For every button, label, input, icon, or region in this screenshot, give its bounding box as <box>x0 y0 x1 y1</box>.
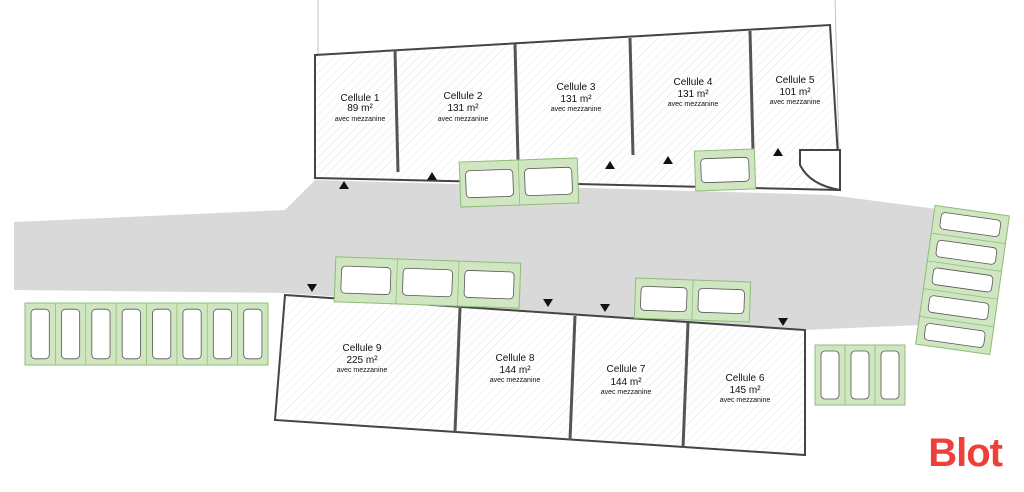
cell-note: avec mezzanine <box>551 106 602 113</box>
cell-name: Cellule 7 <box>607 364 646 375</box>
entrance-arrows <box>307 148 788 326</box>
car-icon <box>182 308 202 360</box>
car-icon <box>30 308 50 360</box>
cell-note: avec mezzanine <box>337 367 388 374</box>
car-icon <box>121 308 141 360</box>
cell-name: Cellule 2 <box>444 91 483 102</box>
car-icon <box>939 212 1002 237</box>
parking-stall <box>237 302 269 366</box>
blot-logo: Blot <box>928 431 1003 475</box>
car-icon <box>243 308 263 360</box>
parking-group <box>915 204 1010 356</box>
entrance-arrow-icon <box>605 161 615 169</box>
cell-note: avec mezzanine <box>490 377 541 384</box>
parking-group <box>633 277 752 323</box>
cell-name: Cellule 8 <box>496 353 535 364</box>
cell-label-9: Cellule 9 225 m² avec mezzanine <box>337 343 388 374</box>
cell-note: avec mezzanine <box>720 397 771 404</box>
car-icon <box>700 156 750 184</box>
cell-area: 225 m² <box>346 355 378 366</box>
car-icon <box>923 323 986 348</box>
entrance-arrow-icon <box>307 284 317 292</box>
parking-stall <box>517 157 580 206</box>
entrance-arrow-icon <box>427 172 437 180</box>
parking-group <box>458 157 580 208</box>
car-icon <box>463 270 515 300</box>
parking-group <box>693 148 757 192</box>
car-icon <box>61 308 81 360</box>
cell-area: 131 m² <box>560 94 592 105</box>
cell-area: 144 m² <box>499 365 531 376</box>
entrance-arrow-icon <box>773 148 783 156</box>
car-icon <box>927 295 990 321</box>
car-icon <box>465 168 514 199</box>
car-icon <box>935 239 998 265</box>
cell-name: Cellule 6 <box>726 373 765 384</box>
entrance-arrow-icon <box>339 181 349 189</box>
cell-area: 89 m² <box>347 103 373 114</box>
car-icon <box>212 308 232 360</box>
cell-area: 131 m² <box>447 103 479 114</box>
parking-stall <box>915 316 995 355</box>
parking-areas <box>24 148 1010 406</box>
car-icon <box>850 350 870 400</box>
cell-label-3: Cellule 3 131 m² avec mezzanine <box>551 82 602 113</box>
cell-area: 144 m² <box>610 377 642 388</box>
cell-note: avec mezzanine <box>668 101 719 108</box>
entrance-arrow-icon <box>543 299 553 307</box>
cell-area: 101 m² <box>779 87 811 98</box>
parking-group <box>333 256 522 309</box>
car-icon <box>340 265 392 295</box>
cell-name: Cellule 1 <box>341 93 380 104</box>
cell-label-5: Cellule 5 101 m² avec mezzanine <box>770 75 821 106</box>
cell-label-6: Cellule 6 145 m² avec mezzanine <box>720 373 771 404</box>
car-icon <box>152 308 172 360</box>
car-icon <box>402 267 453 298</box>
top-building <box>314 23 842 192</box>
cell-note: avec mezzanine <box>335 116 386 123</box>
parking-stall <box>457 260 522 309</box>
car-icon <box>880 350 900 400</box>
car-icon <box>931 267 994 293</box>
cell-label-1: Cellule 1 89 m² avec mezzanine <box>335 93 386 123</box>
parking-stall <box>874 344 906 406</box>
cell-label-4: Cellule 4 131 m² avec mezzanine <box>668 77 719 108</box>
cell-note: avec mezzanine <box>770 99 821 106</box>
cell-name: Cellule 3 <box>557 82 596 93</box>
cell-note: avec mezzanine <box>438 116 489 123</box>
cell-label-8: Cellule 8 144 m² avec mezzanine <box>490 353 541 384</box>
cell-label-7: Cellule 7 144 m² avec mezzanine <box>601 364 652 396</box>
cell-label-2: Cellule 2 131 m² avec mezzanine <box>438 91 489 123</box>
cell-area: 145 m² <box>729 385 761 396</box>
parking-stall <box>691 279 751 323</box>
car-icon <box>640 285 688 313</box>
cell-name: Cellule 5 <box>776 75 815 86</box>
cell-note: avec mezzanine <box>601 389 652 396</box>
entrance-arrow-icon <box>778 318 788 326</box>
parking-group <box>24 302 269 366</box>
cell-name: Cellule 4 <box>674 77 713 88</box>
parking-stall <box>694 148 756 192</box>
car-icon <box>820 350 840 400</box>
entrance-arrow-icon <box>600 304 610 312</box>
car-icon <box>91 308 111 360</box>
car-icon <box>524 166 573 197</box>
entrance-arrow-icon <box>663 156 673 164</box>
car-icon <box>697 287 745 315</box>
cell-area: 131 m² <box>677 89 709 100</box>
bottom-building <box>273 293 806 457</box>
cell-name: Cellule 9 <box>343 343 382 354</box>
parking-group <box>814 344 906 406</box>
